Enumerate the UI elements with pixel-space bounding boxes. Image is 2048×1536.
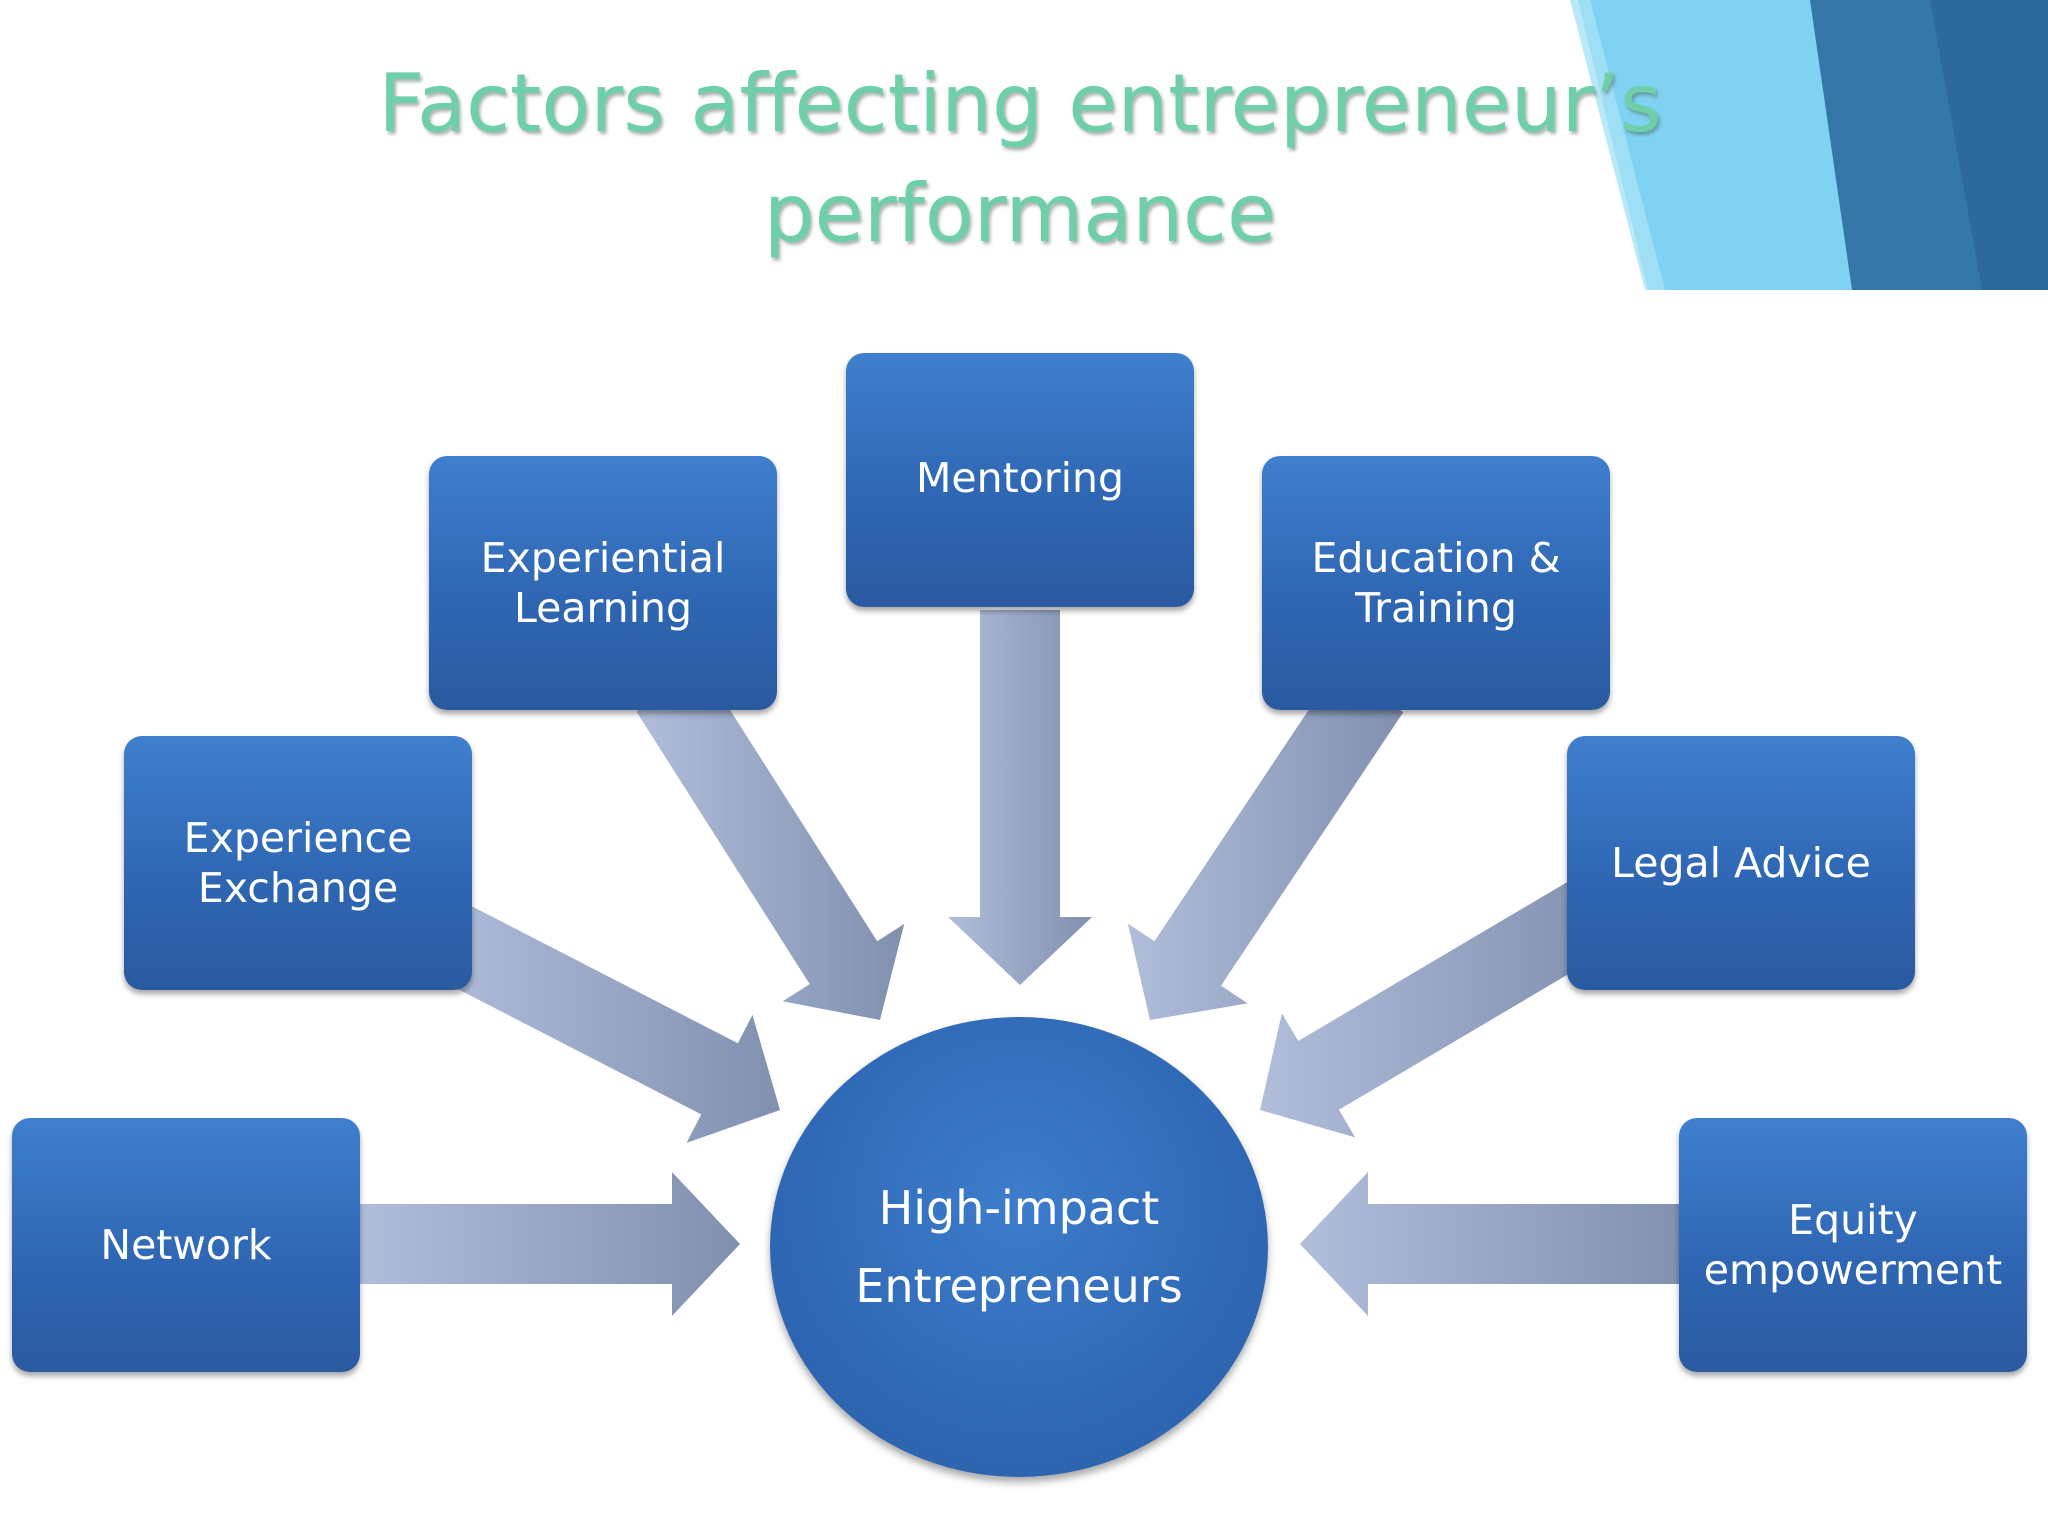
slide-title-line-2: performance bbox=[763, 167, 1277, 260]
factor-box-legal-advice: Legal Advice bbox=[1567, 736, 1915, 990]
factor-label-education-training-2: Training bbox=[1355, 584, 1517, 632]
factor-label-equity-empowerment-2: empowerment bbox=[1703, 1246, 2003, 1294]
factor-label-equity-empowerment-1: Equity bbox=[1788, 1196, 1918, 1244]
slide-title-line-1: Factors affecting entrepreneur’s bbox=[378, 57, 1662, 150]
center-label-line-1: High-impact bbox=[878, 1181, 1160, 1235]
factor-label-experiential-learning-1: Experiential bbox=[480, 534, 726, 582]
factor-box-experiential-learning: Experiential Learning bbox=[429, 456, 777, 710]
factor-label-network: Network bbox=[100, 1221, 272, 1269]
factor-box-education-training: Education & Training bbox=[1262, 456, 1610, 710]
factor-label-experience-exchange-2: Exchange bbox=[197, 864, 399, 912]
center-label-line-2: Entrepreneurs bbox=[855, 1259, 1183, 1313]
factor-label-education-training-1: Education & bbox=[1311, 534, 1561, 582]
factor-box-equity-empowerment: Equity empowerment bbox=[1679, 1118, 2027, 1372]
arrow-experiential-learning bbox=[636, 668, 905, 1020]
factor-box-experience-exchange: Experience Exchange bbox=[124, 736, 472, 990]
arrow-legal-advice bbox=[1260, 880, 1611, 1138]
center-hub: High-impact Entrepreneurs bbox=[770, 1017, 1268, 1477]
arrow-education-training bbox=[1127, 667, 1404, 1020]
factor-box-network: Network bbox=[12, 1118, 360, 1372]
arrow-mentoring bbox=[948, 610, 1092, 985]
arrow-experience-exchange bbox=[431, 904, 780, 1143]
factor-box-mentoring: Mentoring bbox=[846, 353, 1194, 607]
factor-label-experience-exchange-1: Experience bbox=[183, 814, 413, 862]
arrow-network bbox=[355, 1172, 740, 1316]
factor-label-mentoring: Mentoring bbox=[915, 454, 1124, 502]
factor-label-experiential-learning-2: Learning bbox=[513, 584, 692, 632]
factor-label-legal-advice: Legal Advice bbox=[1611, 839, 1871, 887]
arrow-equity-empowerment bbox=[1300, 1172, 1685, 1316]
